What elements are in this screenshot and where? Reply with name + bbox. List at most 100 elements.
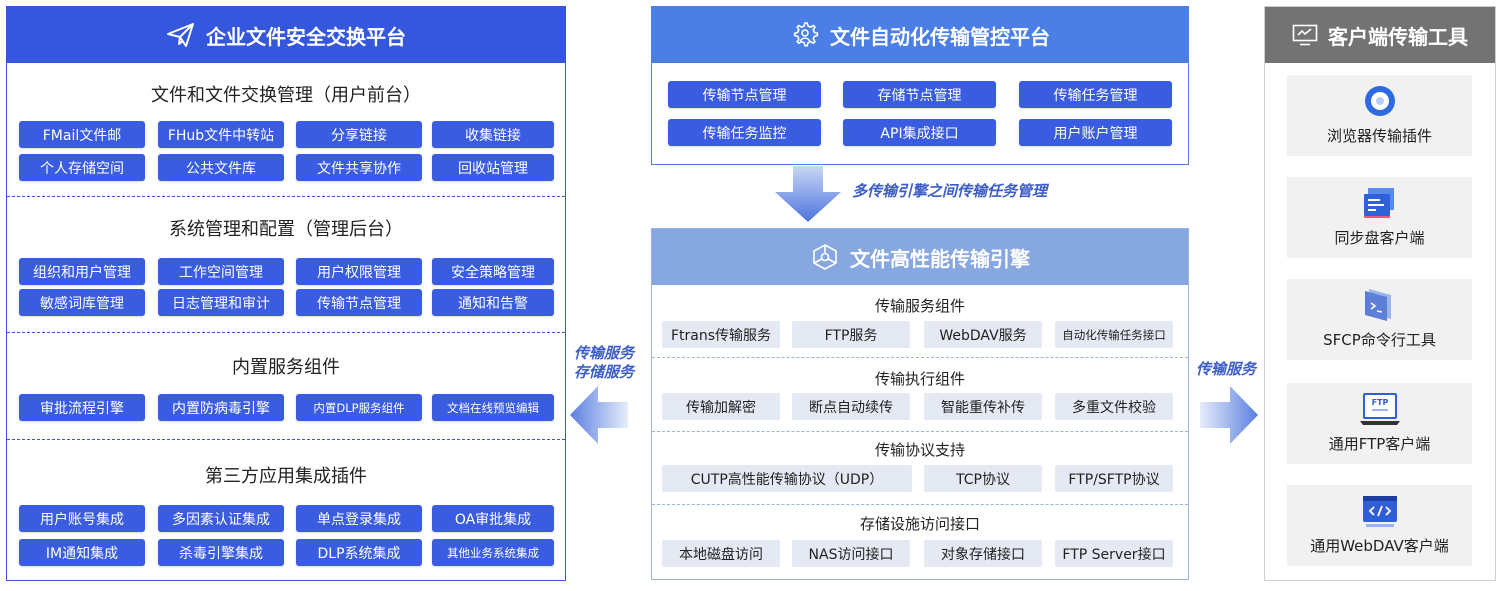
right-arrow-icon [1200, 386, 1258, 444]
engine-section-title: 传输协议支持 [874, 441, 965, 459]
module-button[interactable]: 组织和用户管理 [19, 258, 145, 285]
network-hub-icon [813, 244, 837, 270]
sync-drive-icon [1363, 188, 1394, 218]
right-panel-header: 客户端传输工具 [1265, 7, 1495, 63]
browser-plugin-icon [1364, 86, 1395, 116]
module-button[interactable]: 通知和告警 [432, 289, 554, 316]
gear-person-icon [793, 22, 819, 47]
section-divider [652, 357, 1188, 358]
engine-component: TCP协议 [924, 465, 1042, 492]
engine-component: 自动化传输任务接口 [1055, 321, 1173, 348]
tool-webdav-client[interactable]: 通用WebDAV客户端 [1287, 485, 1472, 566]
module-button[interactable]: 审批流程引擎 [19, 394, 145, 421]
module-button[interactable]: 工作空间管理 [158, 258, 284, 285]
engine-component: 多重文件校验 [1055, 393, 1173, 420]
module-button[interactable]: 文件共享协作 [296, 154, 422, 181]
cli-tool-icon [1364, 289, 1391, 321]
engine-component: 对象存储接口 [924, 540, 1042, 567]
left-arrow-icon [570, 386, 628, 444]
right-transfer-service-label: 传输服务 [1196, 360, 1257, 378]
engine-component: NAS访问接口 [792, 540, 910, 567]
section-title-builtin-services: 内置服务组件 [232, 357, 340, 378]
storage-service-label: 存储服务 [574, 363, 635, 381]
section-divider [7, 439, 565, 440]
right-panel-title: 客户端传输工具 [1328, 24, 1468, 49]
module-button[interactable]: 单点登录集成 [296, 505, 422, 532]
tool-label: SFCP命令行工具 [1323, 331, 1436, 349]
module-button[interactable]: 安全策略管理 [432, 258, 554, 285]
engine-component: 本地磁盘访问 [662, 540, 780, 567]
module-button[interactable]: FHub文件中转站 [158, 121, 284, 148]
tool-sync-drive[interactable]: 同步盘客户端 [1287, 177, 1472, 258]
task-management-label: 多传输引擎之间传输任务管理 [852, 182, 1048, 200]
webdav-client-icon [1362, 496, 1397, 527]
tool-ftp-client[interactable]: FTP 通用FTP客户端 [1287, 383, 1472, 464]
midtop-header: 文件自动化传输管控平台 [652, 7, 1188, 63]
module-button[interactable]: OA审批集成 [432, 505, 554, 532]
monitor-icon [1292, 24, 1318, 46]
module-button[interactable]: 分享链接 [296, 121, 422, 148]
module-button[interactable]: 收集链接 [432, 121, 554, 148]
engine-section-title: 传输服务组件 [874, 297, 965, 315]
engine-component: 断点自动续传 [792, 393, 910, 420]
engine-section-title: 传输执行组件 [874, 370, 965, 388]
module-button[interactable]: 用户权限管理 [296, 258, 422, 285]
tool-label: 同步盘客户端 [1334, 229, 1425, 247]
tool-label: 浏览器传输插件 [1326, 127, 1432, 145]
module-button[interactable]: 公共文件库 [158, 154, 284, 181]
tool-cli[interactable]: SFCP命令行工具 [1287, 279, 1472, 360]
module-button[interactable]: 其他业务系统集成 [432, 539, 554, 566]
ftp-client-icon: FTP [1359, 393, 1400, 425]
section-divider [652, 504, 1188, 505]
module-button[interactable]: 内置防病毒引擎 [158, 394, 284, 421]
section-title-third-party-plugins: 第三方应用集成插件 [205, 466, 367, 487]
module-button[interactable]: 传输节点管理 [296, 289, 422, 316]
engine-component: FTP Server接口 [1055, 540, 1173, 567]
module-button[interactable]: 回收站管理 [432, 154, 554, 181]
module-button[interactable]: 存储节点管理 [843, 81, 996, 108]
transfer-engine-panel: 文件高性能传输引擎 传输服务组件 Ftrans传输服务 FTP服务 WebDAV… [651, 228, 1189, 580]
ftp-icon-text: FTP [1371, 398, 1388, 407]
tool-label: 通用WebDAV客户端 [1310, 537, 1449, 555]
module-button[interactable]: FMail文件邮 [19, 121, 145, 148]
section-title-user-frontend: 文件和文件交换管理（用户前台） [151, 85, 421, 106]
module-button[interactable]: 敏感词库管理 [19, 289, 145, 316]
engine-component: 传输加解密 [662, 393, 780, 420]
midbot-title: 文件高性能传输引擎 [850, 246, 1030, 271]
security-exchange-platform-panel: 企业文件安全交换平台 文件和文件交换管理（用户前台） FMail文件邮 FHub… [6, 6, 566, 581]
transfer-service-label: 传输服务 [574, 344, 635, 362]
down-arrow-icon [775, 166, 841, 222]
engine-component: CUTP高性能传输协议（UDP） [662, 465, 912, 492]
left-panel-title: 企业文件安全交换平台 [206, 24, 406, 49]
module-button[interactable]: 用户账户管理 [1019, 119, 1172, 146]
client-tools-panel: 客户端传输工具 浏览器传输插件 同步盘客户端 [1264, 6, 1496, 581]
engine-component: WebDAV服务 [924, 321, 1042, 348]
module-button[interactable]: 传输节点管理 [668, 81, 821, 108]
section-title-admin-backend: 系统管理和配置（管理后台） [169, 219, 403, 240]
paper-plane-icon [167, 23, 194, 47]
section-divider [652, 431, 1188, 432]
module-button[interactable]: 文档在线预览编辑 [432, 394, 554, 421]
midbot-header: 文件高性能传输引擎 [652, 229, 1188, 285]
engine-component: 智能重传补传 [924, 393, 1042, 420]
engine-component: FTP服务 [792, 321, 910, 348]
module-button[interactable]: 杀毒引擎集成 [158, 539, 284, 566]
midtop-title: 文件自动化传输管控平台 [830, 24, 1050, 49]
engine-section-title: 存储设施访问接口 [859, 515, 980, 533]
section-divider [7, 332, 565, 333]
module-button[interactable]: 多因素认证集成 [158, 505, 284, 532]
module-button[interactable]: DLP系统集成 [296, 539, 422, 566]
engine-component: FTP/SFTP协议 [1055, 465, 1173, 492]
module-button[interactable]: 用户账号集成 [19, 505, 145, 532]
module-button[interactable]: 个人存储空间 [19, 154, 145, 181]
module-button[interactable]: IM通知集成 [19, 539, 145, 566]
module-button[interactable]: API集成接口 [843, 119, 996, 146]
tool-browser-plugin[interactable]: 浏览器传输插件 [1287, 75, 1472, 156]
module-button[interactable]: 传输任务管理 [1019, 81, 1172, 108]
module-button[interactable]: 传输任务监控 [668, 119, 821, 146]
left-panel-header: 企业文件安全交换平台 [7, 7, 565, 63]
module-button[interactable]: 日志管理和审计 [158, 289, 284, 316]
section-divider [7, 196, 565, 197]
module-button[interactable]: 内置DLP服务组件 [296, 394, 422, 421]
automation-control-platform-panel: 文件自动化传输管控平台 传输节点管理 存储节点管理 传输任务管理 传输任务监控 … [651, 6, 1189, 165]
